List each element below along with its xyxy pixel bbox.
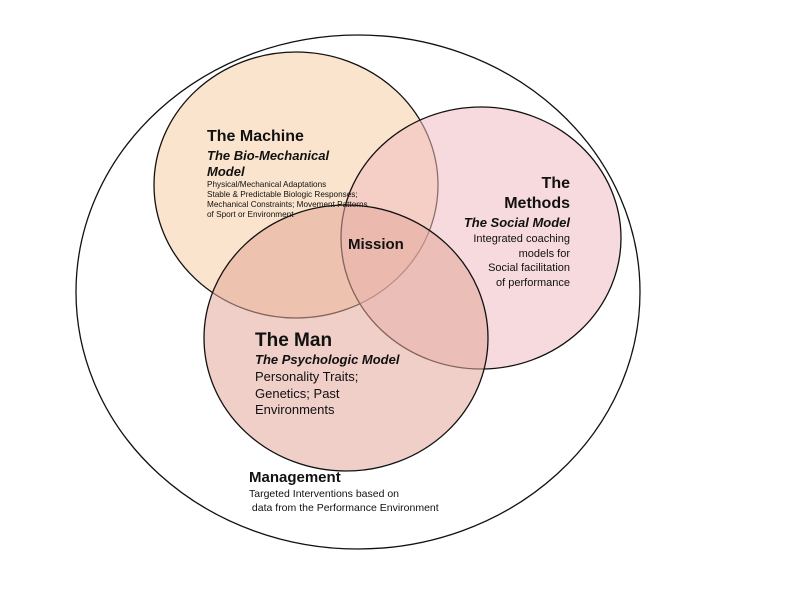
machine-body-line: Mechanical Constraints; Movement Pattern… (207, 200, 368, 209)
man-body-line: Personality Traits; (255, 369, 359, 384)
machine-body-line: of Sport or Environment (207, 210, 294, 219)
management-body-line: Targeted Interventions based on (249, 488, 400, 500)
machine-title: The Machine (207, 128, 304, 145)
methods-body-line: Integrated coaching (473, 233, 570, 245)
man-title: The Man (255, 330, 333, 351)
machine-body-line: Physical/Mechanical Adaptations (207, 180, 327, 189)
management-body-line: data from the Performance Environment (249, 501, 439, 514)
methods-subtitle: The Social Model (463, 215, 570, 230)
methods-body-line: of performance (496, 276, 570, 289)
methods-body-line: models for (518, 247, 570, 260)
man-body-line: Genetics; Past (255, 385, 340, 401)
man-circle (203, 204, 489, 472)
machine-body-line: Stable & Predictable Biologic Responses; (207, 190, 358, 199)
mission-label: Mission (348, 236, 404, 253)
management-title: Management (249, 469, 341, 486)
methods-body-line: Social facilitation (488, 262, 570, 274)
man-subtitle: The Psychologic Model (255, 352, 400, 367)
machine-subtitle-line2: Model (207, 164, 245, 179)
methods-block: The Methods The Social Model Integrated … (464, 174, 570, 290)
man-body: Personality Traits; Genetics; Past Envir… (255, 369, 358, 419)
machine-subtitle-line1: The Bio-Mechanical (207, 148, 330, 163)
machine-body: Physical/Mechanical Adaptations Stable &… (207, 180, 368, 220)
man-body-line: Environments (255, 402, 335, 417)
methods-title-line2: Methods (504, 195, 570, 212)
management-body: Targeted Interventions based on data fro… (249, 488, 439, 515)
methods-title-line1: The (541, 175, 570, 192)
